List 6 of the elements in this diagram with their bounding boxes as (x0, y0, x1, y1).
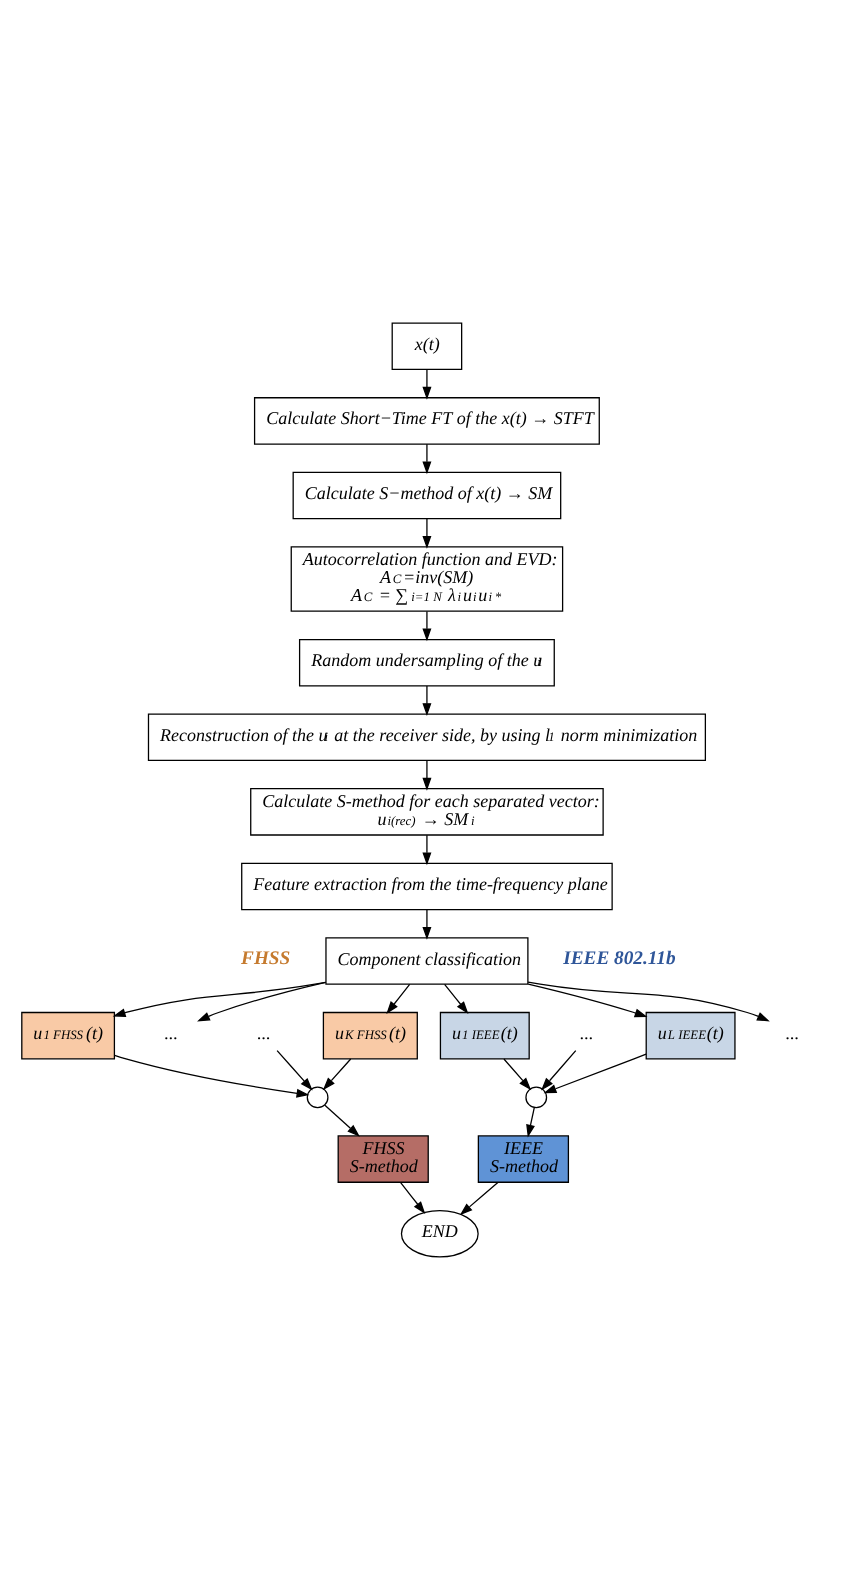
node-text: ... (164, 1022, 179, 1043)
node-text: ... (785, 1022, 800, 1043)
label: IEEE 802.11b (563, 947, 676, 970)
label: FHSS (241, 947, 291, 970)
node-text: ... (579, 1022, 594, 1043)
node-text: ... (257, 1022, 271, 1043)
